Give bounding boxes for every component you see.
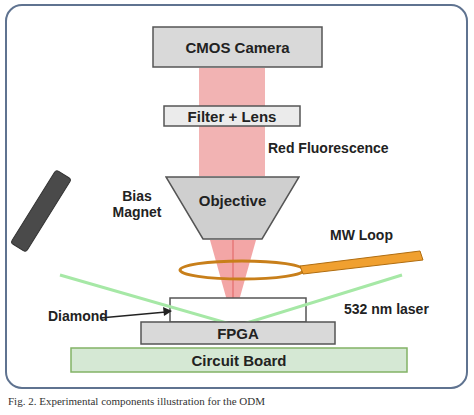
component-label: FPGA bbox=[217, 325, 259, 342]
component-label: Filter + Lens bbox=[188, 108, 277, 125]
part-label: Bias Magnet bbox=[106, 188, 168, 220]
mw-loop bbox=[180, 261, 304, 279]
component-box: CMOS Camera bbox=[152, 26, 323, 68]
outer-frame bbox=[6, 5, 467, 388]
component-label: Circuit Board bbox=[191, 352, 286, 369]
bias-magnet bbox=[11, 170, 72, 252]
arrow-head bbox=[163, 307, 172, 316]
part-label: MW Loop bbox=[330, 227, 420, 243]
laser-beam bbox=[60, 275, 402, 326]
part-label: Red Fluorescence bbox=[268, 140, 408, 156]
part-label: 532 nm laser bbox=[344, 301, 454, 317]
mw-loop-handle bbox=[300, 251, 423, 274]
component-box: Filter + Lens bbox=[163, 105, 301, 127]
component-box: Circuit Board bbox=[70, 347, 408, 373]
part-label: Diamond bbox=[48, 308, 118, 324]
figure-caption: Fig. 2. Experimental components illustra… bbox=[8, 395, 265, 407]
component-label: Objective bbox=[199, 192, 267, 209]
leader-line bbox=[100, 312, 166, 318]
component-box: FPGA bbox=[140, 321, 336, 345]
component-label: CMOS Camera bbox=[185, 39, 289, 56]
component-box: Objective bbox=[165, 176, 300, 240]
